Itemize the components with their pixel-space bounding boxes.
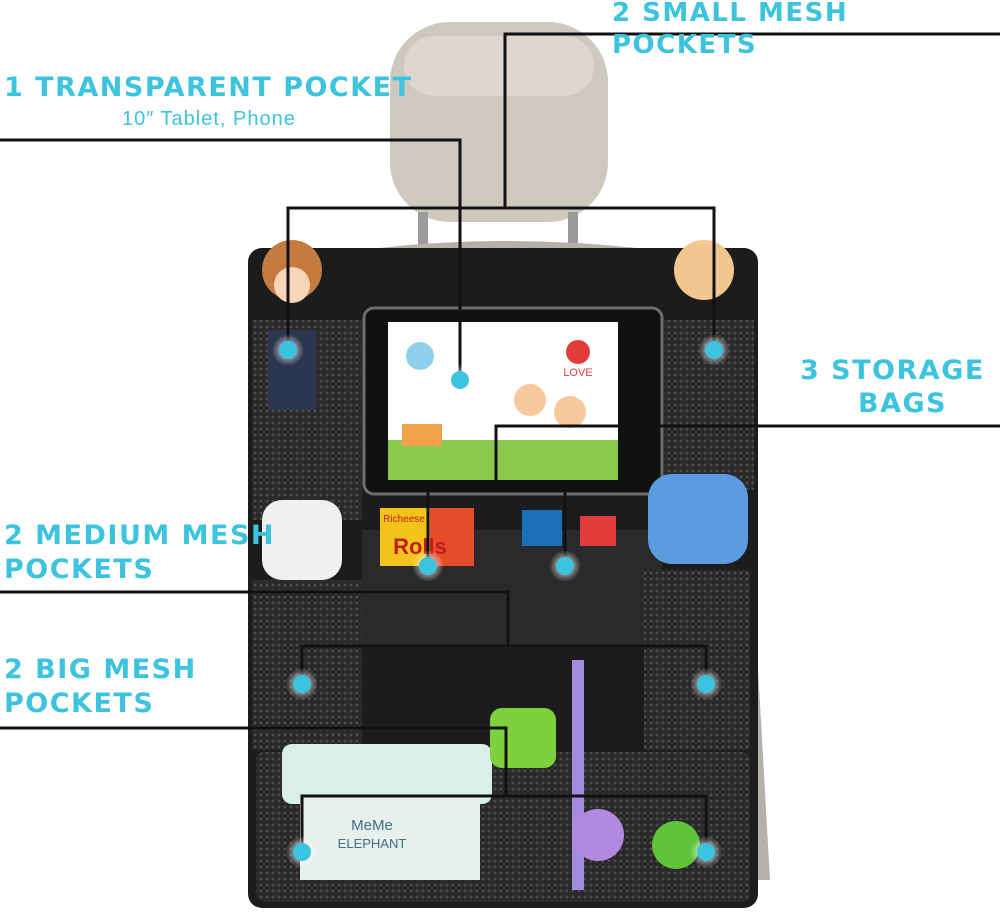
- label-big-mesh-line2: POCKETS: [4, 688, 155, 719]
- hotspot-dot-icon: [286, 668, 318, 700]
- tablet-sign-text: LOVE: [563, 367, 592, 379]
- hotspot-dot-icon: [272, 334, 304, 366]
- wipes-line2-text: ELEPHANT: [338, 836, 407, 851]
- hotspot-dot-icon: [286, 836, 318, 868]
- hotspot-dot-icon: [549, 550, 581, 582]
- car-headrest: [390, 22, 608, 252]
- hotspot-dot-icon: [690, 836, 722, 868]
- callout-lines: [0, 32, 1000, 852]
- hotspot-dot-icon: [412, 550, 444, 582]
- hotspot-dot-icon: [698, 334, 730, 366]
- hotspot-dots: [272, 334, 730, 868]
- seat-organizer: LOVE Richeese Rolls MeMe ELEPHANT: [248, 240, 758, 908]
- label-small-mesh-pockets: 2 SMALL MESH POCKETS: [612, 0, 849, 60]
- label-medium-mesh-line2: POCKETS: [4, 554, 155, 585]
- snack-brand-text: Richeese: [383, 514, 425, 525]
- label-big-mesh-line1: 2 BIG MESH: [4, 654, 197, 685]
- label-medium-mesh-line1: 2 MEDIUM MESH: [4, 520, 276, 551]
- label-transparent-pocket: 1 TRANSPARENT POCKET: [4, 72, 413, 103]
- hotspot-dot-icon: [444, 364, 476, 396]
- wipes-line1-text: MeMe: [351, 817, 393, 834]
- hotspot-dot-icon: [690, 668, 722, 700]
- label-transparent-pocket-sub: 10″ Tablet, Phone: [122, 108, 296, 130]
- label-storage-bags-line2: BAGS: [858, 388, 948, 419]
- label-storage-bags-line1: 3 STORAGE: [800, 355, 985, 386]
